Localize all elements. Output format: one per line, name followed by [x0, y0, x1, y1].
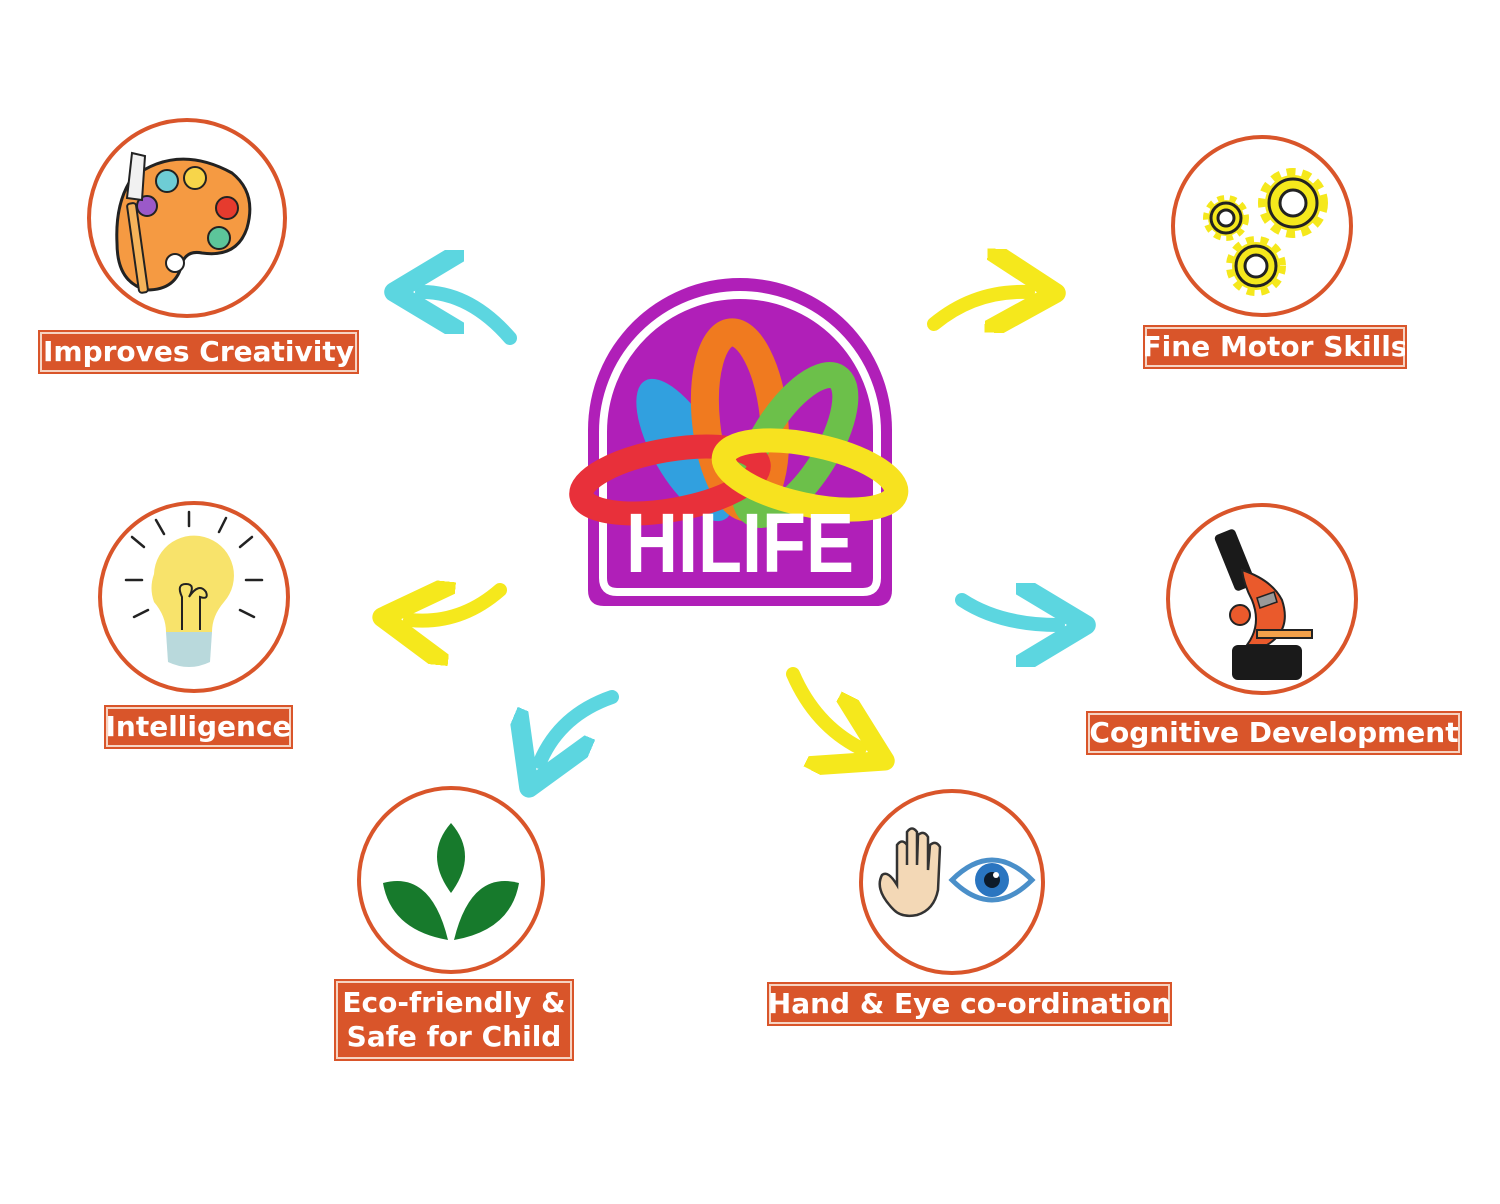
- label-intelligence: Intelligence: [104, 705, 293, 749]
- arrow-to-cognitive: [955, 600, 1058, 625]
- arrow-to-creativity: [422, 292, 517, 345]
- gears-icon: [1203, 168, 1328, 296]
- arrow-to-eco: [540, 690, 619, 762]
- label-improves-creativity: Improves Creativity: [38, 330, 359, 374]
- leaves-icon: [383, 823, 519, 940]
- arrow-to-intelligence: [410, 590, 507, 621]
- label-fine-motor-skills: Fine Motor Skills: [1143, 325, 1407, 369]
- lotus-icon: [569, 318, 909, 528]
- arrow-to-hand-eye: [786, 667, 860, 748]
- arrows: [410, 292, 1058, 762]
- hilife-logo: HILIFE: [569, 278, 909, 606]
- label-eco-friendly: Eco-friendly & Safe for Child: [334, 979, 574, 1061]
- microscope-icon: [1214, 529, 1313, 680]
- brand-name: HILIFE: [626, 496, 854, 590]
- light-bulb-icon: [124, 510, 264, 667]
- paint-palette-icon: [115, 151, 252, 294]
- label-cognitive-development: Cognitive Development: [1086, 711, 1462, 755]
- arrow-to-motor: [927, 292, 1028, 324]
- hand-and-eye-icon: [878, 827, 1036, 918]
- label-hand-eye-coordination: Hand & Eye co-ordination: [767, 982, 1172, 1026]
